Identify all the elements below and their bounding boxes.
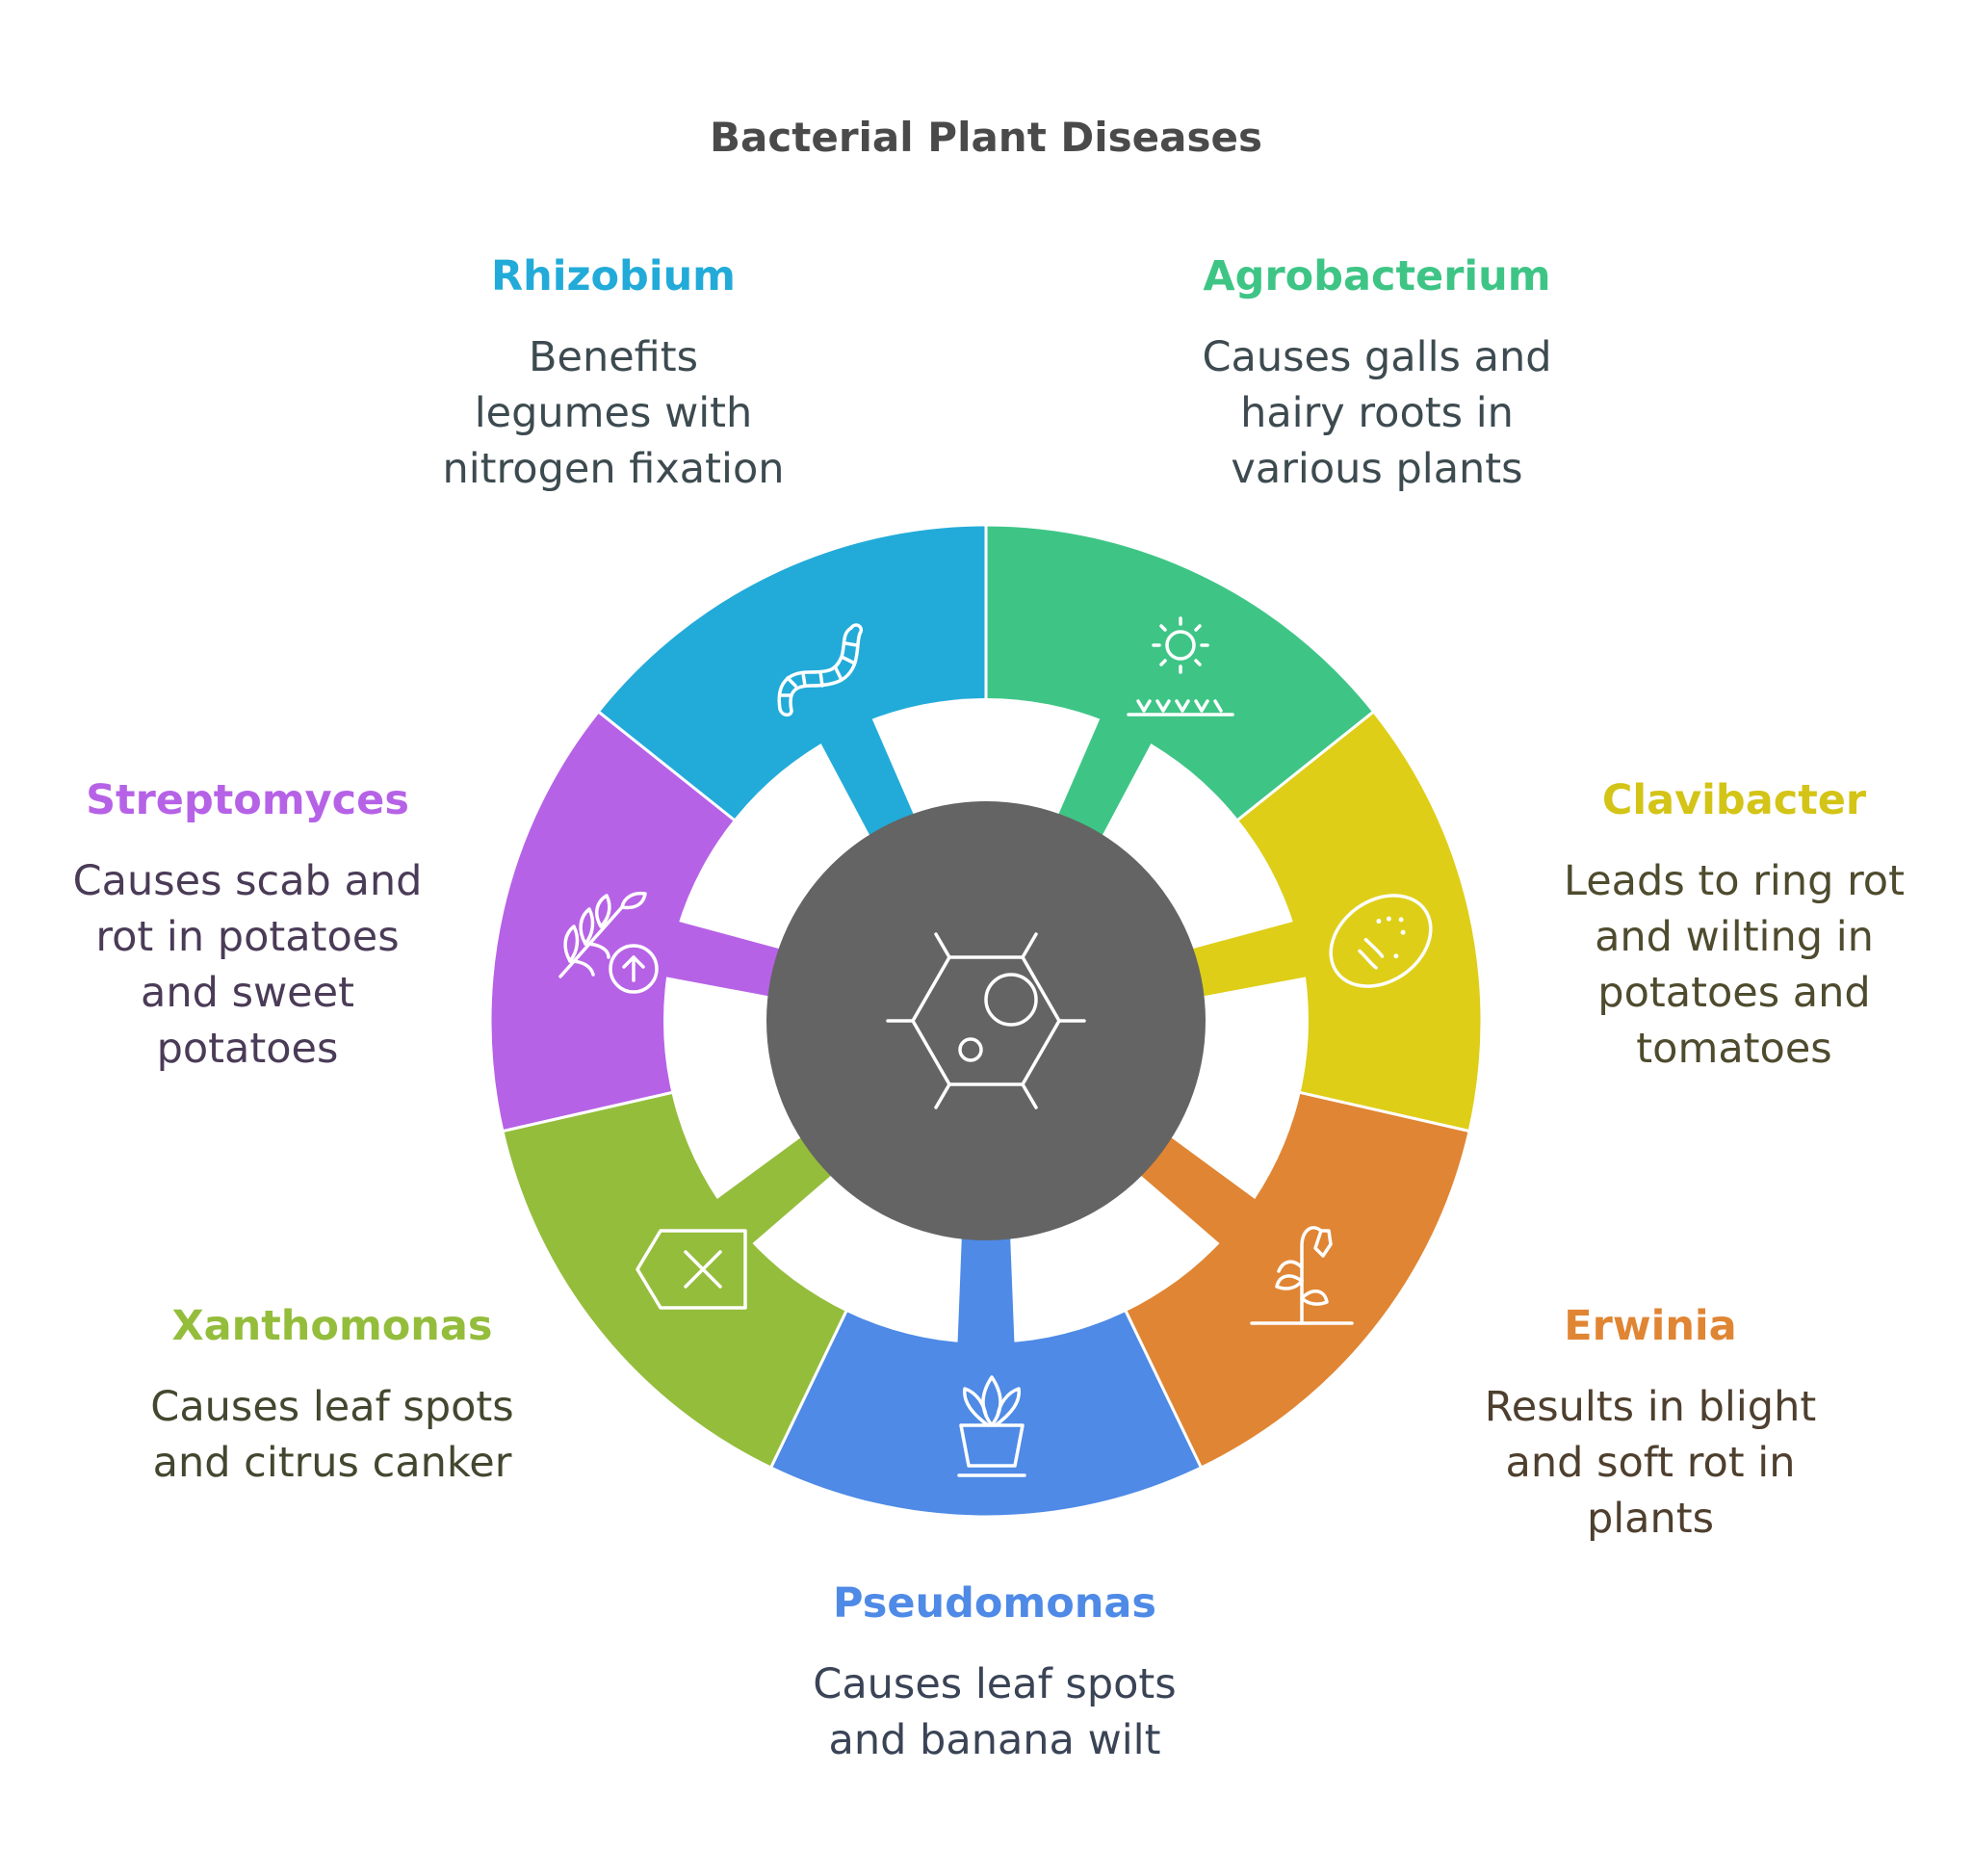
segment-description: Leads to ring rot and wilting in potatoe…	[1564, 857, 1905, 1073]
label-clavibacter: Clavibacter Leads to ring rot and wiltin…	[1513, 776, 1956, 1077]
worm-icon	[777, 623, 864, 717]
connectors	[662, 714, 1310, 1347]
sun-grass-icon	[1127, 616, 1234, 717]
wilting-plant-icon	[1250, 1226, 1354, 1325]
connector-erwinia	[1135, 1133, 1259, 1247]
page-title: Bacterial Plant Diseases	[710, 114, 1262, 161]
segment-name: Xanthomonas	[171, 1302, 493, 1350]
segment-name: Pseudomonas	[832, 1579, 1157, 1628]
label-rhizobium: Rhizobium Benefits legumes with nitrogen…	[392, 252, 835, 497]
potato-icon	[1329, 894, 1433, 988]
label-xanthomonas: Xanthomonas Causes leaf spots and citrus…	[111, 1302, 554, 1491]
connector-streptomyces	[662, 920, 787, 998]
bacterium-cell-icon	[886, 932, 1086, 1109]
hub-circle	[766, 801, 1206, 1240]
label-erwinia: Erwinia Results in blight and soft rot i…	[1429, 1302, 1872, 1547]
segment-description: Results in blight and soft rot in plants	[1484, 1383, 1817, 1543]
label-pseudomonas: Pseudomonas Causes leaf spots and banana…	[773, 1579, 1216, 1768]
segment-name: Rhizobium	[491, 252, 736, 300]
connector-xanthomonas	[713, 1133, 837, 1247]
segment-description: Causes galls and hairy roots in various …	[1202, 333, 1552, 493]
connector-agrobacterium	[1055, 714, 1154, 842]
backspace-icon	[636, 1229, 747, 1310]
connector-clavibacter	[1185, 920, 1310, 998]
segment-description: Causes leaf spots and citrus canker	[150, 1383, 514, 1487]
segment-name: Streptomyces	[86, 776, 409, 824]
segment-description: Causes scab and rot in potatoes and swee…	[72, 857, 423, 1073]
segment-description: Causes leaf spots and banana wilt	[813, 1660, 1177, 1764]
segment-name: Erwinia	[1564, 1302, 1737, 1350]
wheel	[488, 523, 1484, 1519]
potted-plant-icon	[957, 1375, 1026, 1477]
wheat-upload-icon	[558, 891, 659, 994]
connector-pseudomonas	[957, 1231, 1015, 1347]
segment-name: Agrobacterium	[1203, 252, 1551, 300]
segment-name: Clavibacter	[1601, 776, 1867, 824]
segment-description: Benefits legumes with nitrogen fixation	[442, 333, 785, 493]
label-agrobacterium: Agrobacterium Causes galls and hairy roo…	[1155, 252, 1598, 497]
connector-rhizobium	[818, 714, 917, 842]
label-streptomyces: Streptomyces Causes scab and rot in pota…	[26, 776, 469, 1077]
